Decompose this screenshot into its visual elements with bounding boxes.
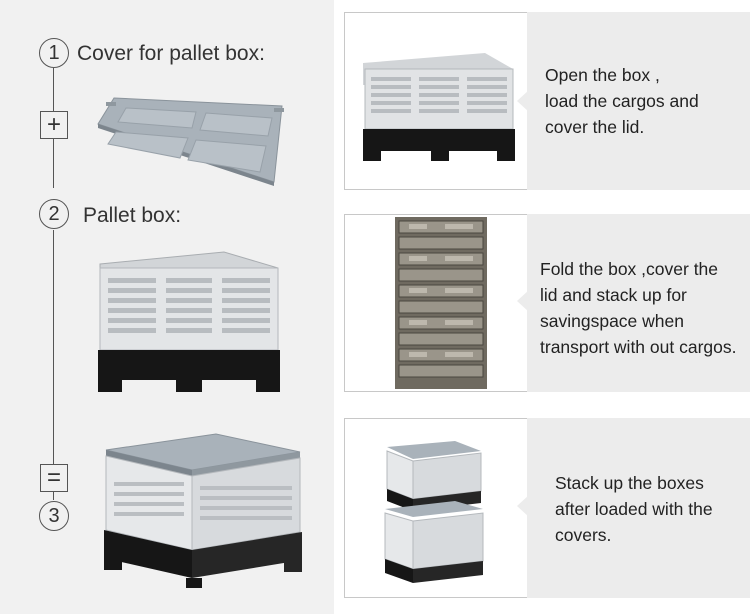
stacked-boxes-photo — [384, 441, 484, 583]
step-1-number: 1 — [39, 38, 69, 68]
step-3-number: 3 — [39, 501, 69, 531]
step-2-label: Pallet box: — [83, 204, 182, 227]
row-2-description: Fold the box ,cover the lid and stack up… — [540, 259, 737, 357]
row-1-pointer — [517, 90, 529, 112]
covered-pallet-box-image — [104, 433, 302, 588]
step-2-number: 2 — [39, 199, 69, 229]
assembly-panel: 1 Cover for pallet box: + 2 Pallet box: … — [0, 0, 334, 614]
row-3-pointer — [517, 495, 529, 517]
row-3-photo — [344, 418, 529, 598]
row-3-panel — [527, 418, 750, 598]
row-1-photo — [344, 12, 529, 190]
row-2-pointer — [517, 290, 529, 312]
pallet-box-image — [98, 251, 280, 392]
row-2-panel — [527, 214, 750, 392]
row-3-description: Stack up the boxes after loaded with the… — [555, 473, 713, 545]
equals-symbol: = — [40, 464, 68, 492]
step-1-label: Cover for pallet box: — [77, 42, 265, 65]
open-box-photo — [363, 53, 515, 161]
row-1-description: Open the box , load the cargos and cover… — [545, 65, 699, 137]
connector-line-bottom — [53, 230, 54, 500]
row-1-panel — [527, 12, 750, 190]
pallet-cover-image — [97, 97, 284, 186]
folded-stack-photo — [395, 217, 487, 389]
plus-symbol: + — [40, 111, 68, 139]
row-2-photo — [344, 214, 529, 392]
